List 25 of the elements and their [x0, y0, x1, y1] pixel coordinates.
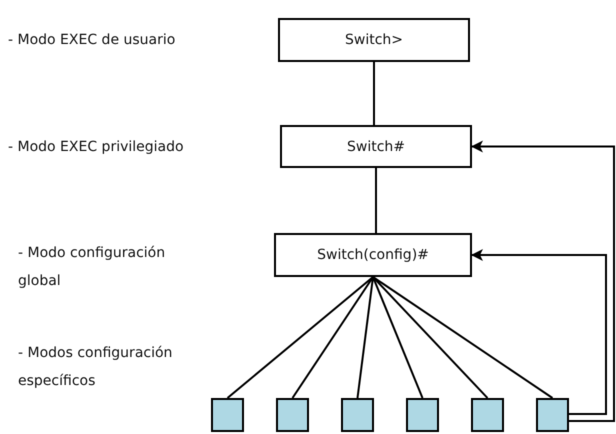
mode-label: - Modo EXEC de usuario [8, 31, 176, 50]
prompt-box [278, 18, 470, 62]
mode-label: - Modo EXEC privilegiado [8, 138, 185, 157]
connector-line [375, 168, 377, 233]
prompt-text: Switch(config)# [317, 247, 429, 263]
mode-box [406, 398, 439, 432]
prompt-text: Switch> [344, 32, 404, 48]
prompt-box [274, 233, 472, 277]
mode-label: - Modos configuración específicos [18, 344, 174, 391]
mode-box [276, 398, 309, 432]
mode-box [471, 398, 504, 432]
prompt-text: Switch# [346, 138, 406, 154]
connector-line [372, 276, 554, 399]
connector-line [372, 276, 424, 398]
connector-line [226, 276, 374, 399]
mode-box [341, 398, 374, 432]
connector-line [356, 276, 374, 398]
mode-box [536, 398, 569, 432]
arrow [471, 249, 607, 415]
mode-label: - Modo configuración global [18, 244, 166, 291]
mode-box [211, 398, 244, 432]
prompt-box [280, 125, 472, 168]
connector-line [373, 62, 375, 125]
arrow [471, 140, 615, 422]
connector-line [292, 276, 374, 399]
